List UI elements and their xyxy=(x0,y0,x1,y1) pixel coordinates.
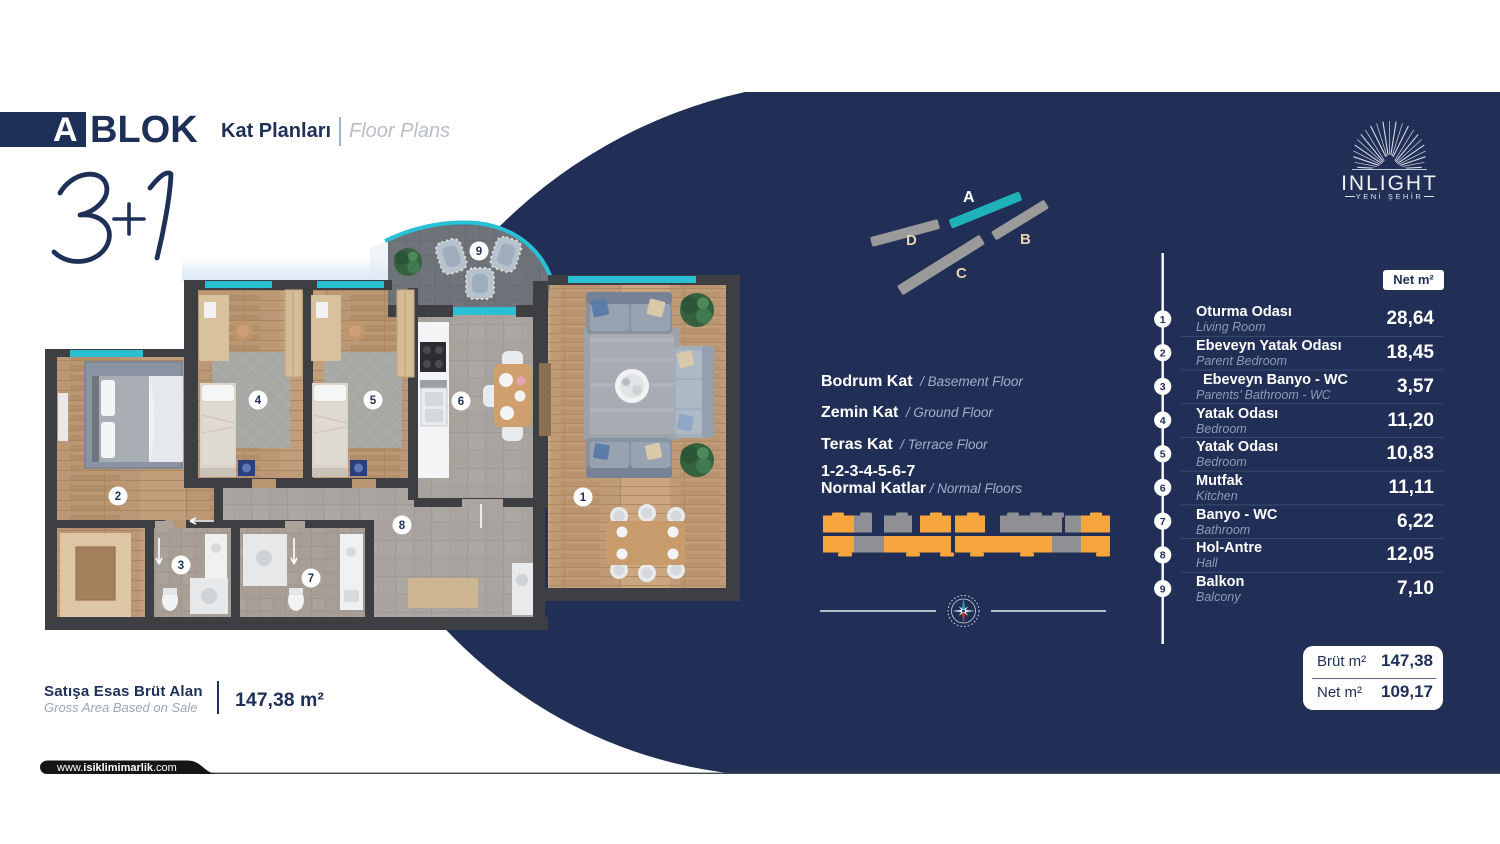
svg-text:6: 6 xyxy=(1160,482,1166,494)
svg-text:7: 7 xyxy=(308,573,314,585)
svg-text:2: 2 xyxy=(115,491,121,503)
svg-text:9: 9 xyxy=(1160,583,1166,595)
svg-text:3: 3 xyxy=(1160,381,1166,393)
svg-text:1: 1 xyxy=(580,492,587,504)
svg-text:8: 8 xyxy=(1160,550,1166,562)
svg-text:4: 4 xyxy=(255,395,262,407)
svg-text:5: 5 xyxy=(1160,449,1166,461)
svg-text:5: 5 xyxy=(370,395,377,407)
svg-text:4: 4 xyxy=(1160,415,1166,427)
svg-text:9: 9 xyxy=(476,246,482,258)
svg-text:1: 1 xyxy=(1160,314,1166,326)
svg-text:7: 7 xyxy=(1160,516,1166,528)
svg-text:6: 6 xyxy=(458,396,464,408)
svg-text:8: 8 xyxy=(399,520,406,532)
svg-text:3: 3 xyxy=(178,560,184,572)
svg-text:2: 2 xyxy=(1160,348,1166,360)
